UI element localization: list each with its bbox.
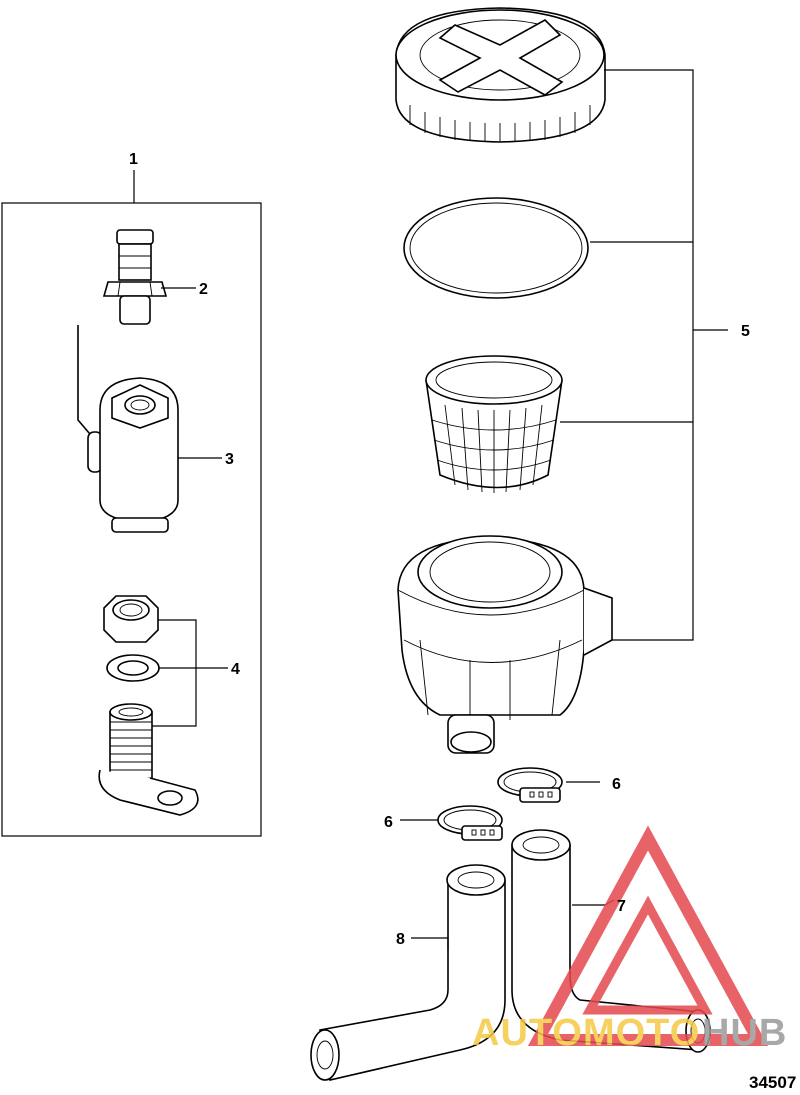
callout-5: 5	[741, 323, 750, 340]
callout-4: 4	[231, 661, 240, 678]
strainer-cap	[395, 7, 606, 143]
strainer-basket	[425, 355, 563, 493]
watermark-text-a: AUTOMOTO	[472, 1012, 700, 1054]
callout-6a: 6	[612, 776, 621, 793]
strainer-housing	[397, 535, 613, 754]
callout-3: 3	[225, 451, 234, 468]
watermark: AUTOMOTO HUB	[472, 825, 787, 1054]
o-ring-seal	[403, 197, 589, 299]
callout-2: 2	[199, 281, 208, 298]
watermark-text-b: HUB	[702, 1012, 787, 1054]
ball-valve	[77, 325, 222, 533]
figure-number: 34507	[749, 1073, 796, 1092]
leader-5-bracket	[604, 69, 694, 641]
hose-clamp	[497, 767, 600, 803]
elbow-hose-short	[310, 864, 506, 1081]
through-hull-fitting-set	[98, 595, 228, 816]
callout-1: 1	[129, 151, 138, 168]
hose-clamp	[400, 805, 503, 841]
callout-6b: 6	[384, 814, 393, 831]
hose-barb-fitting	[102, 229, 196, 325]
callout-7: 7	[617, 898, 626, 915]
watermark-logo	[527, 825, 769, 1046]
kit-group-box	[1, 170, 262, 837]
callout-8: 8	[396, 931, 405, 948]
